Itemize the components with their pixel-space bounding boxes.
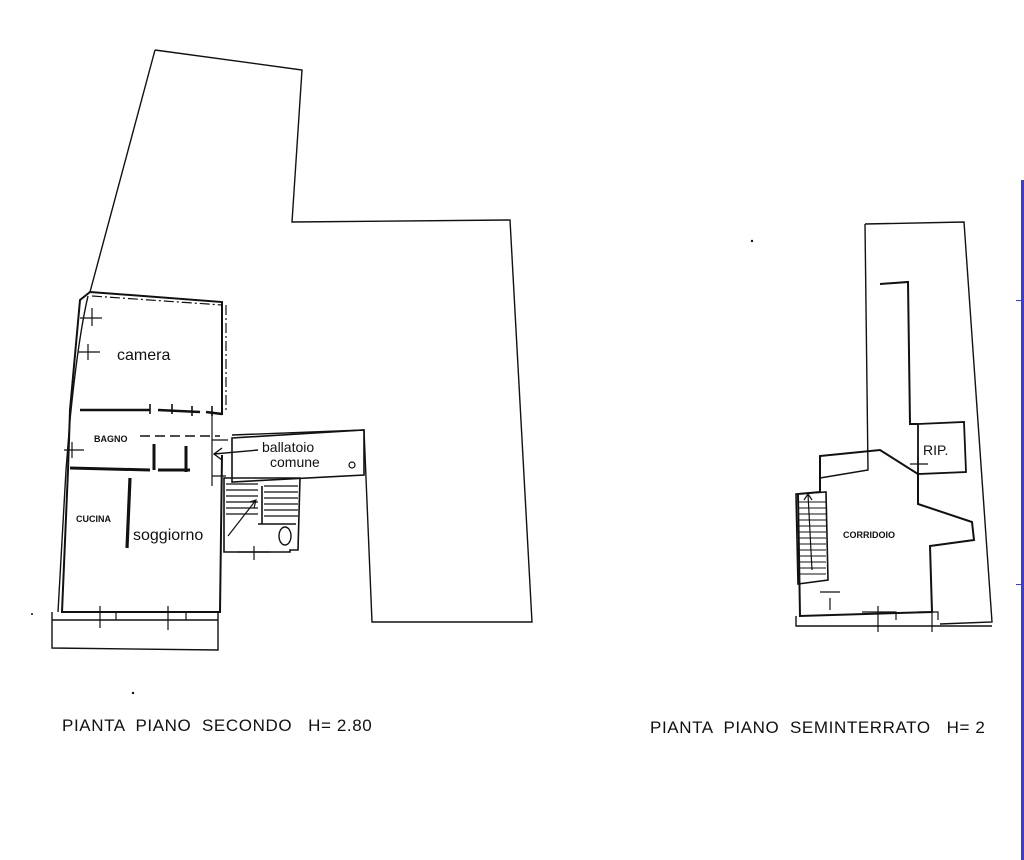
right-edge-tick-bottom — [1016, 584, 1022, 585]
stair-door-tick — [238, 546, 270, 560]
window-ticks-left — [64, 308, 228, 486]
window-ticks-bottom — [84, 606, 187, 630]
basement-door-tick — [820, 591, 840, 610]
top-wall-dashdot — [91, 295, 227, 412]
room-label-comune: comune — [270, 454, 320, 470]
basement-outer-wall — [796, 280, 976, 618]
speck-dot-2 — [131, 691, 135, 695]
plan-basement — [795, 221, 993, 632]
room-label-bagno: BAGNO — [94, 434, 128, 444]
bagno-partitions — [152, 444, 188, 472]
room-label-cucina: CUCINA — [76, 514, 111, 524]
wall-cucina-soggiorno — [125, 477, 132, 549]
stair-newel — [278, 526, 292, 546]
ballatoio-outline — [231, 429, 365, 483]
room-label-corridoio: CORRIDOIO — [843, 530, 895, 540]
basement-stair-outline — [795, 491, 829, 585]
speck-dot-3 — [31, 613, 33, 615]
stair-outline — [223, 477, 301, 553]
caption-second-floor: PIANTA PIANO SECONDO H= 2.80 — [62, 716, 373, 735]
lot-outline-basement — [819, 221, 993, 625]
room-label-rip: RIP. — [923, 442, 948, 458]
entrance-arrow — [212, 447, 259, 461]
bottom-base — [51, 612, 219, 651]
west-wall-curve — [57, 295, 89, 613]
room-label-camera: camera — [117, 347, 170, 364]
plan-second-floor — [51, 49, 533, 651]
room-label-ballatoio: ballatoio — [262, 439, 314, 455]
basement-stair-arrow — [803, 492, 813, 571]
caption-basement: PIANTA PIANO SEMINTERRATO H= 2 — [650, 718, 986, 737]
right-edge-tick-top — [1016, 300, 1022, 301]
stair-treads — [226, 483, 298, 517]
basement-base — [795, 616, 992, 627]
wall-stubs — [149, 404, 213, 416]
stair-arrow — [227, 499, 257, 537]
basement-window-ticks — [862, 606, 939, 632]
apartment-outer-wall — [60, 291, 223, 613]
wall-camera-bagno — [80, 408, 223, 416]
rip-door — [910, 456, 928, 472]
speck-dot-1 — [750, 239, 754, 243]
right-edge-bar — [1021, 180, 1024, 860]
wall-bagno-bottom — [69, 466, 190, 472]
balcony-drain — [348, 461, 356, 469]
room-label-soggiorno: soggiorno — [133, 527, 203, 544]
